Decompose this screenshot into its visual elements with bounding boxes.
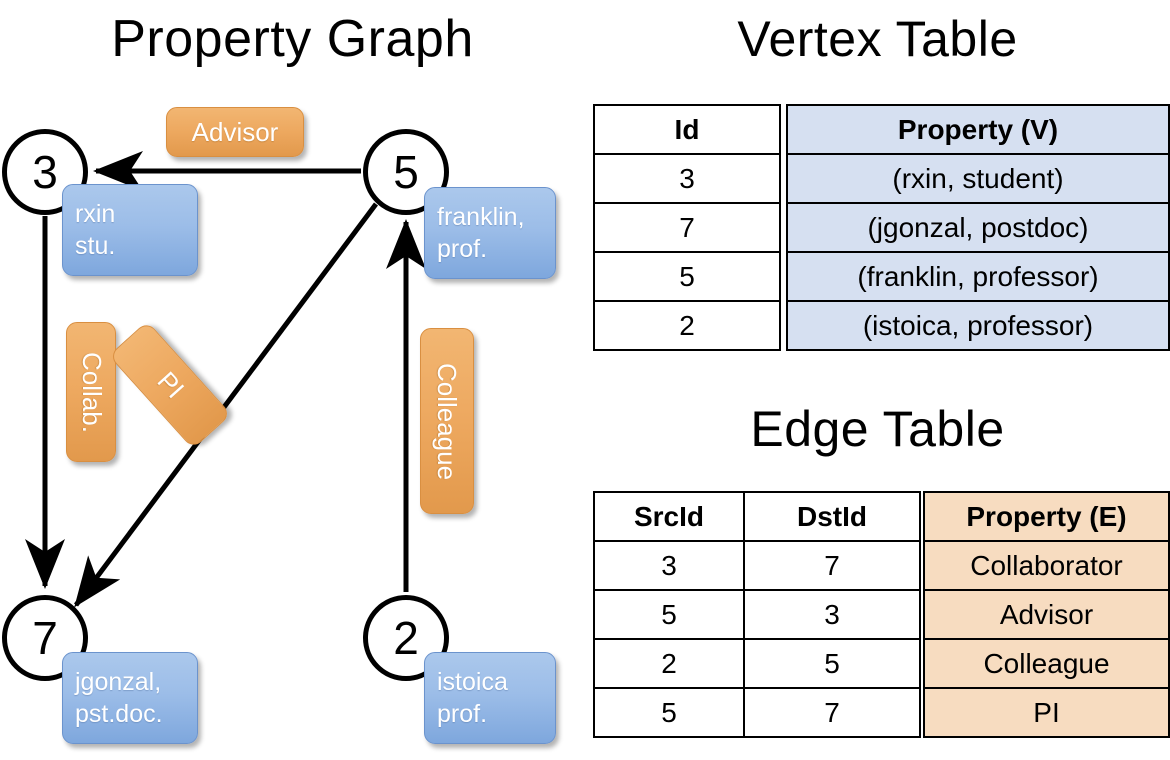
- edge-label-colleague: Colleague: [432, 362, 463, 480]
- graph-node-2[interactable]: 2: [363, 595, 449, 681]
- vertex-property-box-5-label: franklin, prof.: [437, 203, 525, 263]
- vertex-property-box-3-label: rxin stu.: [75, 200, 116, 260]
- vertex-table-property-column: Property (V) (rxin, student) (jgonzal, p…: [786, 104, 1170, 351]
- graph-node-3-label: 3: [32, 146, 58, 198]
- table-row[interactable]: 2: [593, 300, 781, 351]
- table-row[interactable]: 3 7: [593, 540, 921, 591]
- edge-row-3-src: 5: [593, 687, 745, 738]
- table-row[interactable]: 3: [593, 153, 781, 204]
- table-row[interactable]: 5: [593, 251, 781, 302]
- property-graph-panel: Property Graph 3 5 7 2 rxin stu. frankli…: [2, 10, 556, 744]
- edge-label-box-collab[interactable]: Collab.: [66, 322, 116, 462]
- edge-table-src-dst-columns: SrcId DstId 3 7 5 3 2 5 5 7: [593, 491, 921, 738]
- page-title-edge-table: Edge Table: [750, 401, 1005, 457]
- table-header-row: Id: [593, 104, 781, 155]
- table-row[interactable]: (rxin, student): [786, 153, 1170, 204]
- table-row[interactable]: Collaborator: [923, 540, 1170, 591]
- edge-label-advisor: Advisor: [191, 116, 279, 147]
- edge-row-1-src: 5: [593, 589, 745, 640]
- graph-edges-layer: [25, 151, 426, 608]
- edge-5-to-7: [73, 202, 379, 608]
- graph-node-2-label: 2: [393, 612, 419, 664]
- vertex-row-3-property: (istoica, professor): [786, 300, 1170, 351]
- edge-row-0-property: Collaborator: [923, 540, 1170, 591]
- vertex-property-box-7[interactable]: jgonzal, pst.doc.: [62, 652, 198, 744]
- vertex-row-2-property: (franklin, professor): [786, 251, 1170, 302]
- edge-table-header-srcid: SrcId: [593, 491, 745, 542]
- vertex-table-id-column: Id 3 7 5 2: [593, 104, 781, 351]
- edge-row-2-src: 2: [593, 638, 745, 689]
- edge-row-0-src: 3: [593, 540, 745, 591]
- edge-row-1-dst: 3: [743, 589, 921, 640]
- vertex-row-1-id: 7: [593, 202, 781, 253]
- vertex-property-box-7-label: jgonzal, pst.doc.: [75, 668, 163, 728]
- table-row[interactable]: 2 5: [593, 638, 921, 689]
- vertex-property-box-2[interactable]: istoica prof.: [424, 652, 556, 744]
- vertex-row-0-id: 3: [593, 153, 781, 204]
- vertex-row-0-property: (rxin, student): [786, 153, 1170, 204]
- table-row[interactable]: 5 7: [593, 687, 921, 738]
- edge-table-header-property: Property (E): [923, 491, 1170, 542]
- edge-row-3-dst: 7: [743, 687, 921, 738]
- table-row[interactable]: Advisor: [923, 589, 1170, 640]
- page-title-vertex-table: Vertex Table: [737, 11, 1018, 67]
- table-row[interactable]: PI: [923, 687, 1170, 738]
- graph-node-5[interactable]: 5: [363, 129, 449, 215]
- vertex-table-header-property: Property (V): [786, 104, 1170, 155]
- table-header-row: SrcId DstId: [593, 491, 921, 542]
- edge-label-box-colleague[interactable]: Colleague: [420, 328, 474, 514]
- table-row[interactable]: (jgonzal, postdoc): [786, 202, 1170, 253]
- table-row[interactable]: 7: [593, 202, 781, 253]
- vertex-table-header-id: Id: [593, 104, 781, 155]
- edge-row-2-property: Colleague: [923, 638, 1170, 689]
- page-title-property-graph: Property Graph: [111, 10, 474, 68]
- edge-row-3-property: PI: [923, 687, 1170, 738]
- vertex-row-1-property: (jgonzal, postdoc): [786, 202, 1170, 253]
- edge-label-collab: Collab.: [76, 351, 107, 433]
- table-header-row: Property (V): [786, 104, 1170, 155]
- edge-label-box-advisor[interactable]: Advisor: [166, 107, 304, 157]
- edge-row-2-dst: 5: [743, 638, 921, 689]
- edge-label-pi: PI: [150, 365, 190, 404]
- graph-node-7-label: 7: [32, 612, 58, 664]
- table-header-row: Property (E): [923, 491, 1170, 542]
- table-row[interactable]: Colleague: [923, 638, 1170, 689]
- edge-row-0-dst: 7: [743, 540, 921, 591]
- table-row[interactable]: (franklin, professor): [786, 251, 1170, 302]
- edge-table-property-column: Property (E) Collaborator Advisor Collea…: [923, 491, 1170, 738]
- edge-row-1-property: Advisor: [923, 589, 1170, 640]
- vertex-row-2-id: 5: [593, 251, 781, 302]
- vertex-property-box-2-label: istoica prof.: [437, 668, 508, 728]
- vertex-property-box-3[interactable]: rxin stu.: [62, 184, 198, 276]
- edge-table-header-dstid: DstId: [743, 491, 921, 542]
- vertex-row-3-id: 2: [593, 300, 781, 351]
- vertex-property-box-5[interactable]: franklin, prof.: [424, 187, 556, 279]
- table-row[interactable]: 5 3: [593, 589, 921, 640]
- graph-node-5-label: 5: [393, 146, 419, 198]
- table-row[interactable]: (istoica, professor): [786, 300, 1170, 351]
